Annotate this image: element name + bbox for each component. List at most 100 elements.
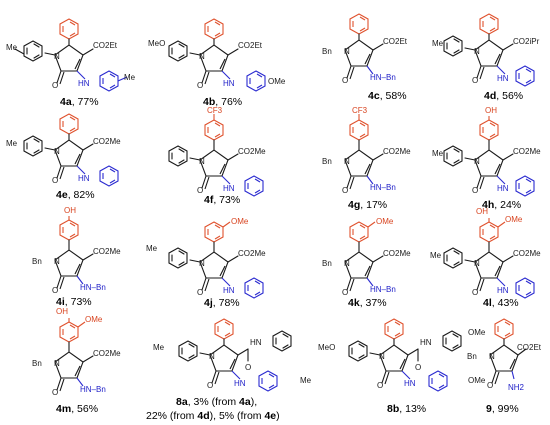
- caption-4m: 4m, 56%: [56, 403, 98, 415]
- methoxy-label: MeO: [318, 343, 335, 352]
- amine-label: HN: [78, 79, 90, 88]
- ester-label: CO2Me: [238, 147, 266, 156]
- benzyl-label: Bn: [32, 359, 42, 368]
- atom-O: O: [377, 381, 383, 390]
- amine-label: HN: [497, 184, 509, 193]
- caption-4i: 4i, 73%: [56, 296, 92, 308]
- caption-4b: 4b, 76%: [203, 96, 242, 108]
- atom-O: O: [197, 186, 203, 195]
- ester-label: CO2Et: [517, 343, 542, 352]
- atom-N: N: [199, 52, 205, 61]
- ester-label: CO2Me: [513, 147, 541, 156]
- structure-4c: [344, 13, 384, 80]
- atom-N: N: [199, 157, 205, 166]
- hydroxyl-label: OH: [64, 206, 76, 215]
- atom-N: N: [379, 352, 385, 361]
- amine-label: HN–Bn: [80, 283, 106, 292]
- amine-label: HN–Bn: [370, 285, 396, 294]
- hydroxyl-label: OH: [56, 307, 68, 316]
- methoxy-label: OMe: [268, 77, 286, 86]
- atom-N: N: [54, 257, 60, 266]
- structure-4h: [443, 116, 535, 197]
- caption-4a: 4a, 77%: [60, 96, 99, 108]
- atom-N: N: [344, 259, 350, 268]
- atom-O: O: [245, 363, 251, 372]
- caption-4c: 4c, 58%: [368, 90, 407, 102]
- caption-4h: 4h, 24%: [482, 199, 521, 211]
- atom-N: N: [489, 352, 495, 361]
- hydroxyl-label: OH: [485, 106, 497, 115]
- methoxy-label: OMe: [505, 215, 523, 224]
- caption-4e: 4e, 82%: [56, 189, 95, 201]
- ester-label: CO2Me: [93, 349, 121, 358]
- caption-8a-line1: 8a, 3% (from 4a),: [176, 396, 257, 408]
- atom-O: O: [342, 76, 348, 85]
- ester-label: CO2Me: [93, 247, 121, 256]
- atom-N: N: [54, 147, 60, 156]
- ester-label: CO2Et: [93, 41, 118, 50]
- structure-4m: [54, 318, 94, 392]
- methyl-label: Me: [300, 376, 312, 385]
- atom-O: O: [342, 186, 348, 195]
- structure-4j: [168, 221, 264, 299]
- methoxy-label: OMe: [85, 315, 103, 324]
- ester-label: CO2Me: [383, 147, 411, 156]
- trifluoromethyl-label: CF3: [207, 106, 223, 115]
- benzyl-label: Bn: [322, 259, 332, 268]
- atom-N: N: [474, 259, 480, 268]
- caption-4d: 4d, 56%: [484, 90, 523, 102]
- structure-4d: [443, 13, 535, 87]
- ester-label: CO2iPr: [513, 37, 540, 46]
- atom-O: O: [52, 81, 58, 90]
- atom-O: O: [472, 186, 478, 195]
- atom-O: O: [197, 81, 203, 90]
- structure-8a: [178, 318, 292, 392]
- benzyl-label: Bn: [322, 47, 332, 56]
- atom-N: N: [474, 47, 480, 56]
- amine-label: HN: [497, 286, 509, 295]
- methyl-label: Me: [432, 149, 444, 158]
- methoxy-label: OMe: [468, 328, 486, 337]
- methyl-label: Me: [6, 139, 18, 148]
- benzyl-label: Bn: [322, 157, 332, 166]
- ester-label: CO2Me: [238, 249, 266, 258]
- atom-O: O: [197, 288, 203, 297]
- caption-4j: 4j, 78%: [204, 297, 240, 309]
- ester-label: CO2Et: [238, 41, 263, 50]
- atom-N: N: [344, 47, 350, 56]
- atom-O: O: [342, 288, 348, 297]
- atom-O: O: [415, 363, 421, 372]
- methyl-label: Me: [146, 244, 158, 253]
- structure-4i: [54, 216, 94, 290]
- atom-O: O: [472, 288, 478, 297]
- amine-label: HN–Bn: [80, 385, 106, 394]
- caption-8a-line2: 22% (from 4d), 5% (from 4e): [146, 410, 280, 422]
- atom-N: N: [54, 52, 60, 61]
- benzyl-label: Bn: [467, 352, 477, 361]
- atom-N: N: [209, 352, 215, 361]
- amine-label: NH2: [508, 383, 525, 392]
- caption-9: 9, 99%: [486, 403, 519, 415]
- methyl-label: Me: [153, 343, 165, 352]
- ester-label: CO2Me: [383, 249, 411, 258]
- structure-4k: [344, 221, 384, 292]
- methoxy-label: MeO: [148, 39, 165, 48]
- amide-label: HN: [420, 338, 432, 347]
- atom-O: O: [52, 176, 58, 185]
- structure-4g: [344, 114, 384, 190]
- caption-4k: 4k, 37%: [348, 297, 387, 309]
- caption-4l: 4l, 43%: [483, 297, 519, 309]
- ester-label: CO2Et: [383, 37, 408, 46]
- methyl-label: Me: [6, 43, 18, 52]
- methoxy-label: OMe: [376, 217, 394, 226]
- methyl-label: Me: [430, 251, 442, 260]
- amine-label: HN: [223, 79, 235, 88]
- atom-O: O: [487, 381, 493, 390]
- amine-label: HN: [234, 379, 246, 388]
- methoxy-label: OMe: [468, 376, 486, 385]
- methoxy-label: OMe: [231, 217, 249, 226]
- ester-label: CO2Me: [513, 249, 541, 258]
- ester-label: CO2Me: [93, 137, 121, 146]
- structure-8b: [348, 318, 462, 392]
